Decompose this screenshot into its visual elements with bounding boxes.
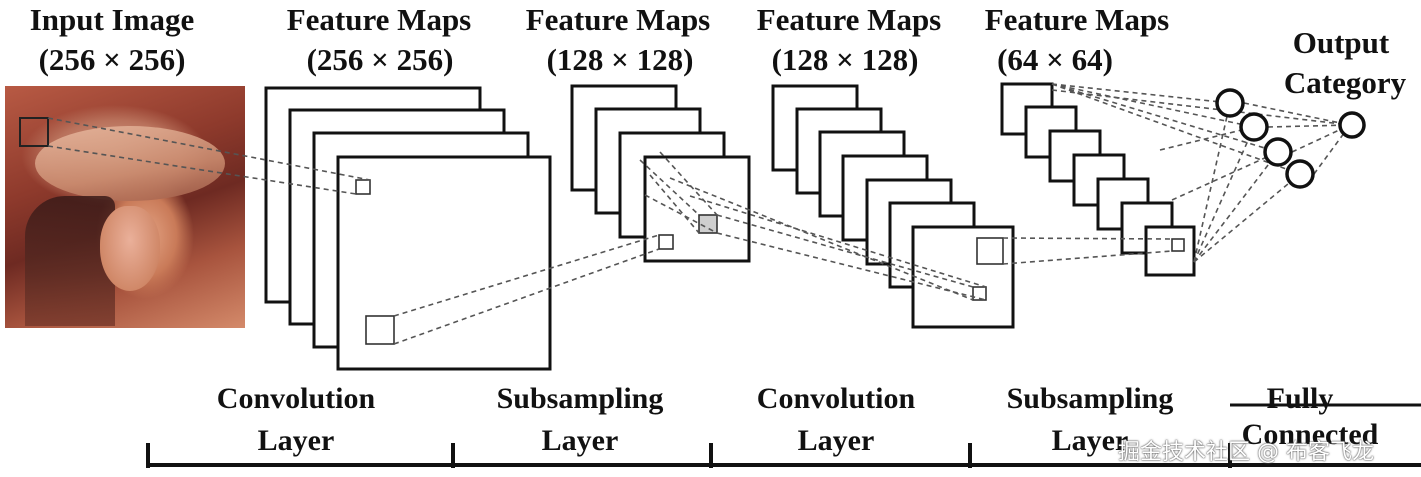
layer-label-layer-2: Layer bbox=[541, 424, 619, 457]
conv2-pooling-window bbox=[976, 237, 1004, 265]
output-neuron bbox=[1338, 111, 1366, 139]
sub2-feature-map-stack bbox=[1000, 82, 1196, 277]
layer-label-subsampling-1: Subsampling bbox=[496, 382, 664, 415]
photo-face-shape bbox=[100, 206, 160, 291]
conv1-maps-title: Feature Maps bbox=[286, 2, 472, 37]
conv2-maps-size: (128 × 128) bbox=[771, 42, 919, 77]
neuron bbox=[1263, 137, 1293, 167]
sub1-target-unit bbox=[658, 234, 674, 250]
conv2-maps-title: Feature Maps bbox=[756, 2, 942, 37]
fully-connected-neurons bbox=[1215, 88, 1366, 189]
layer-label-subsampling-2: Subsampling bbox=[1006, 382, 1174, 415]
output-title: Output bbox=[1292, 25, 1390, 60]
conv2-feature-map-stack bbox=[771, 84, 1015, 329]
layer-bracket-axis bbox=[146, 403, 1421, 468]
sub1-conv-window bbox=[698, 214, 718, 234]
layer-label-layer-3: Layer bbox=[797, 424, 875, 457]
sub1-maps-title: Feature Maps bbox=[525, 2, 711, 37]
feature-map bbox=[1144, 225, 1196, 277]
photo-hat-shape bbox=[35, 126, 225, 201]
receptive-field-markers bbox=[19, 117, 1185, 345]
layer-label-layer-1: Layer bbox=[257, 424, 335, 457]
neuron bbox=[1285, 159, 1315, 189]
watermark-text: 掘金技术社区 @ 布客飞龙 bbox=[1118, 440, 1374, 465]
layer-label-layer-4: Layer bbox=[1051, 424, 1129, 457]
input-image-size: (256 × 256) bbox=[38, 42, 186, 77]
input-image-photo bbox=[5, 86, 245, 328]
output-category: Category bbox=[1283, 65, 1407, 100]
layer-label-convolution-2: Convolution bbox=[756, 382, 916, 415]
sub2-maps-title: Feature Maps bbox=[984, 2, 1170, 37]
neuron bbox=[1239, 112, 1269, 142]
sub2-maps-size: (64 × 64) bbox=[997, 42, 1113, 77]
layer-label-fully: Fully bbox=[1266, 382, 1334, 415]
sub1-maps-size: (128 × 128) bbox=[546, 42, 694, 77]
input-receptive-field bbox=[19, 117, 49, 147]
sub2-unit bbox=[1171, 238, 1185, 252]
input-image-title: Input Image bbox=[29, 2, 195, 37]
neuron bbox=[1215, 88, 1245, 118]
conv1-feature-map-stack bbox=[264, 86, 552, 371]
conv1-target-unit bbox=[355, 179, 371, 195]
conv2-target-unit bbox=[972, 286, 987, 301]
conv1-pooling-window bbox=[365, 315, 395, 345]
layer-label-convolution-1: Convolution bbox=[216, 382, 376, 415]
photo-hair-shape bbox=[25, 196, 115, 326]
connection-lines bbox=[47, 83, 1351, 345]
layer-label-connected: Connected bbox=[1241, 418, 1379, 451]
conv1-maps-size: (256 × 256) bbox=[306, 42, 454, 77]
